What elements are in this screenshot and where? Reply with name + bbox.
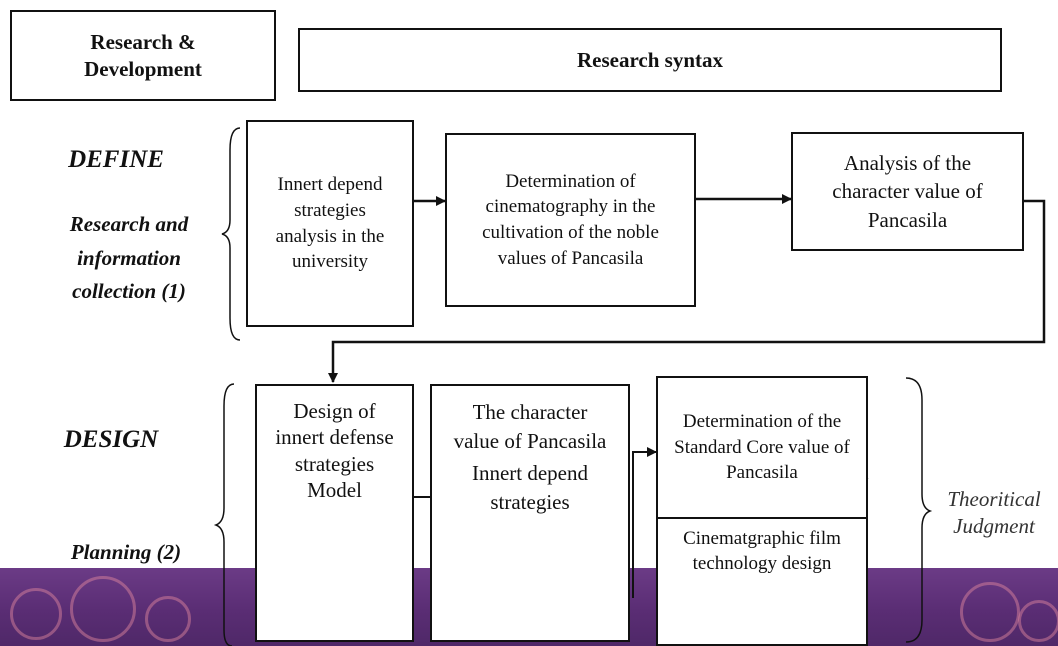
- arrow-design-2-3: [632, 447, 657, 598]
- batik-ornament: [10, 588, 62, 640]
- design-step-2-bottom-text: Innert depend strategies: [471, 460, 589, 515]
- design-step-2-top-text: The character value of Pancasila: [453, 400, 607, 454]
- define-stage-label: Research and information collection (1): [69, 212, 189, 304]
- design-step-3-bottom-text: Cinematgraphic film technology design: [683, 528, 841, 574]
- define-step-1: Innert depend strategies analysis in the…: [246, 120, 414, 327]
- syntax-title-box: Research syntax: [298, 28, 1002, 92]
- judgment-brace: [905, 377, 933, 643]
- syntax-title: Research syntax: [576, 47, 723, 72]
- design-phase-label: DESIGN: [63, 426, 159, 453]
- define-phase-label: DEFINE: [68, 146, 164, 173]
- design-step-1: Design of innert defense strategies Mode…: [255, 384, 414, 642]
- design-step-3-top-text: Determination of the Standard Core value…: [674, 411, 850, 484]
- design-step-3-top: Determination of the Standard Core value…: [658, 378, 866, 519]
- batik-ornament: [960, 582, 1020, 642]
- arrow-define-to-design: [328, 199, 1046, 383]
- define-brace: [221, 127, 241, 341]
- define-step-2-text: Determination of cinematography in the c…: [482, 170, 659, 269]
- batik-ornament: [145, 596, 191, 642]
- define-step-1-text: Innert depend strategies analysis in the…: [275, 174, 385, 273]
- design-stage-label: Planning (2): [70, 540, 182, 564]
- design-brace: [213, 383, 235, 646]
- design-step-1-text: Design of innert defense strategies Mode…: [275, 399, 394, 502]
- rd-title: Research & Development: [84, 30, 202, 81]
- theoretical-judgment-label: Theoritical Judgment: [947, 487, 1041, 539]
- design-step-2: The character value of Pancasila Innert …: [430, 384, 630, 642]
- design-step-3-bottom: Cinematgraphic film technology design: [658, 519, 866, 576]
- define-step-3: Analysis of the character value of Panca…: [791, 132, 1024, 251]
- define-step-2: Determination of cinematography in the c…: [445, 133, 696, 307]
- define-step-3-text: Analysis of the character value of Panca…: [832, 150, 983, 232]
- design-step-3: Determination of the Standard Core value…: [656, 376, 868, 646]
- rd-title-box: Research & Development: [10, 10, 276, 101]
- batik-ornament: [70, 576, 136, 642]
